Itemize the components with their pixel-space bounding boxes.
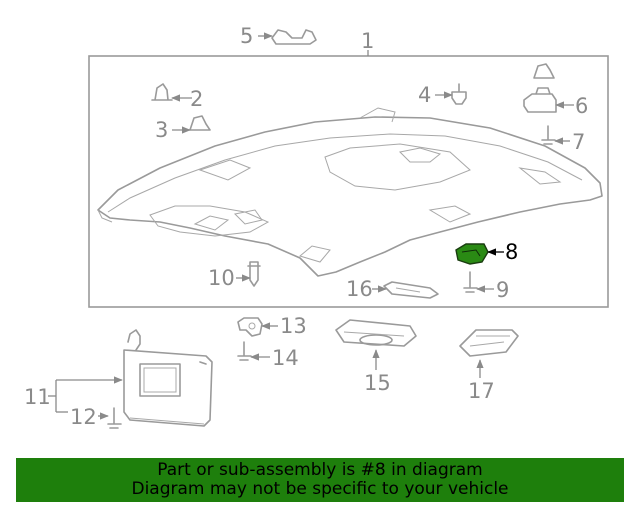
callout-14: 14 bbox=[272, 346, 299, 370]
pin-part-9 bbox=[463, 271, 478, 293]
parts-diagram: 1 2 3 4 5 6 bbox=[24, 24, 609, 429]
callout-1: 1 bbox=[361, 29, 374, 53]
bracket-part-6 bbox=[523, 87, 557, 113]
callout-13: 13 bbox=[280, 314, 307, 338]
callout-16: 16 bbox=[346, 277, 373, 301]
callout-6: 6 bbox=[575, 94, 588, 118]
fastener-part-10 bbox=[247, 261, 261, 287]
lamp-part-15 bbox=[335, 319, 417, 347]
banner-line-2: Diagram may not be specific to your vehi… bbox=[131, 479, 509, 499]
callout-9: 9 bbox=[496, 278, 509, 302]
clip-part-3 bbox=[189, 115, 211, 131]
callout-12: 12 bbox=[70, 405, 97, 429]
sun-visor-part-11 bbox=[123, 329, 213, 427]
banner-line-1: Part or sub-assembly is #8 in diagram bbox=[157, 460, 483, 480]
callout-8: 8 bbox=[505, 240, 518, 264]
callout-17: 17 bbox=[468, 379, 495, 403]
handle-part-16 bbox=[383, 281, 439, 299]
headliner-panel bbox=[97, 107, 603, 277]
assembly-frame bbox=[88, 55, 609, 308]
clip-part-2 bbox=[151, 83, 173, 101]
callout-11: 11 bbox=[24, 385, 51, 409]
highlighted-part-8[interactable] bbox=[455, 243, 489, 265]
pin-part-14 bbox=[237, 341, 252, 361]
clip-top-right bbox=[533, 63, 555, 79]
callout-4: 4 bbox=[418, 83, 431, 107]
callout-5: 5 bbox=[240, 24, 253, 48]
pin-part-7 bbox=[541, 125, 556, 145]
lamp-part-17 bbox=[459, 329, 519, 357]
callout-3: 3 bbox=[155, 118, 168, 142]
pin-part-12 bbox=[107, 407, 122, 429]
callout-2: 2 bbox=[190, 87, 203, 111]
retainer-part-5 bbox=[271, 29, 317, 45]
clip-part-13 bbox=[237, 317, 263, 337]
callout-10: 10 bbox=[208, 266, 235, 290]
fastener-part-4 bbox=[451, 83, 467, 105]
callout-15: 15 bbox=[364, 371, 391, 395]
callout-7: 7 bbox=[572, 130, 585, 154]
info-banner: Part or sub-assembly is #8 in diagram Di… bbox=[16, 458, 624, 502]
